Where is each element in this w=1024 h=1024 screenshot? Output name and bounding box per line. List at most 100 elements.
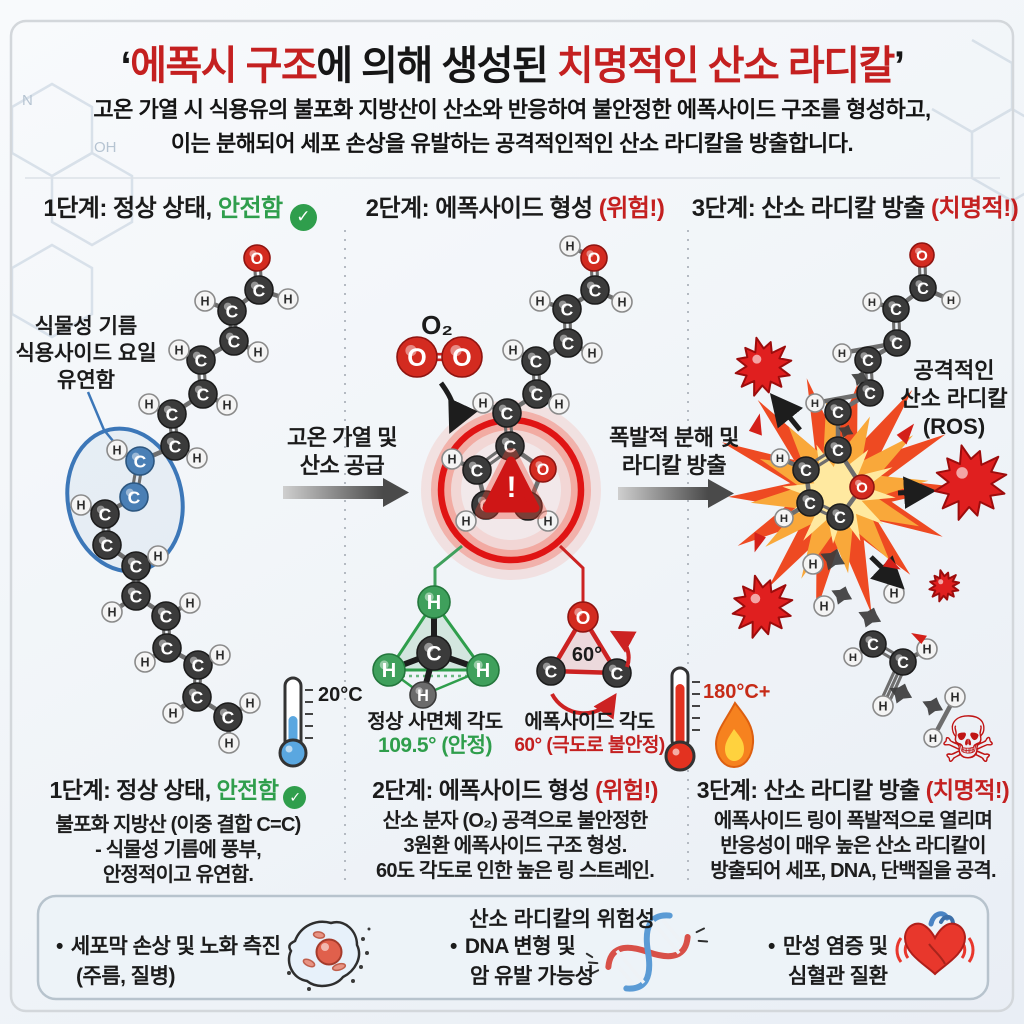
ring-strain-arrows <box>550 630 637 720</box>
svg-text:C: C <box>834 509 846 527</box>
temperature-cold-label: 20°C <box>318 684 363 706</box>
svg-text:C: C <box>531 384 544 404</box>
danger-panel-title: 산소 라디칼의 위험성 <box>469 908 655 931</box>
ros-label-line1: 공격적인 <box>913 358 995 383</box>
svg-text:H: H <box>780 513 788 525</box>
svg-text:H: H <box>107 606 116 620</box>
check-circle-icon: ✓ <box>289 203 317 231</box>
o2-label: O₂ <box>421 310 453 340</box>
debris-shard <box>896 423 915 445</box>
step2-footer-prefix: 2단계: 에폭사이드 형성 <box>372 777 596 803</box>
svg-text:C: C <box>426 642 441 666</box>
title-quote-open: ‘ <box>120 44 132 88</box>
step1-header-prefix: 1단계: 정상 상태, <box>43 195 218 222</box>
svg-text:C: C <box>128 487 141 507</box>
svg-text:C: C <box>253 280 266 300</box>
bullet: • <box>56 935 63 958</box>
danger-item-cell-line1: 세포막 손상 및 노화 측진 <box>70 935 281 958</box>
oxygen-radical-icon <box>928 569 961 603</box>
svg-text:C: C <box>161 638 174 658</box>
svg-text:H: H <box>144 398 153 412</box>
svg-text:C: C <box>800 462 812 480</box>
arrow2-label-line2: 라디칼 방출 <box>621 453 727 478</box>
watermark-oh-label: OH <box>94 139 117 156</box>
svg-text:H: H <box>922 643 931 657</box>
epoxide-caption: 에폭사이드 각도 60° (극도로 불안정) <box>492 710 687 758</box>
svg-text:H: H <box>929 733 937 745</box>
epoxide-caption-line1: 에폭사이드 각도 <box>524 711 655 733</box>
oxygen-radical-icon <box>734 336 793 397</box>
bullet: • <box>450 935 457 958</box>
warning-exclamation: ! <box>506 471 517 504</box>
svg-text:C: C <box>501 403 514 423</box>
title-highlight-epoxy: 에폭시 구조 <box>130 44 318 88</box>
step1-footer-prefix: 1단계: 정상 상태, <box>49 777 217 803</box>
svg-text:H: H <box>382 660 396 682</box>
thermometer-hot-icon <box>664 666 700 772</box>
step2-footer-line: 산소 분자 (O₂) 공격으로 불안정한 <box>382 810 649 832</box>
svg-text:C: C <box>101 535 114 555</box>
o2-attack-arrow <box>438 381 478 434</box>
molecule-fragment <box>831 586 853 605</box>
molecule-fragment <box>851 371 869 386</box>
molecule-fragment <box>889 683 913 704</box>
watermark-n-label: N <box>22 92 33 109</box>
tetrahedron-caption-line1: 정상 사면체 각도 <box>367 711 503 733</box>
svg-text:C: C <box>169 436 182 456</box>
warning-triangle-icon <box>475 448 547 519</box>
step2-footer-line: 60도 각도로 인한 높은 링 스트레인. <box>376 860 655 882</box>
svg-text:O: O <box>407 344 426 372</box>
danger-item-dna-line1: DNA 변형 및 <box>464 935 576 958</box>
epoxide-triangle-fill <box>551 617 617 673</box>
svg-text:C: C <box>99 504 112 524</box>
svg-text:H: H <box>543 515 552 529</box>
dna-icon <box>585 912 709 992</box>
step3-footer-line: 방출되어 세포, DNA, 단백질을 공격. <box>710 860 996 882</box>
svg-text:C: C <box>864 385 876 403</box>
svg-text:C: C <box>130 586 143 606</box>
step1-footer: 1단계: 정상 상태, 안전함✓ 불포화 지방산 (이중 결합 C=C) - 식… <box>12 771 344 888</box>
arrow1-label-line1: 고온 가열 및 <box>287 425 397 450</box>
svg-text:C: C <box>222 707 235 727</box>
svg-text:H: H <box>447 453 456 467</box>
step3-footer-line: 반응성이 매우 높은 산소 라디칼이 <box>720 835 986 857</box>
svg-text:H: H <box>112 444 121 458</box>
annotation-line: 식물성 기름 <box>34 315 138 338</box>
svg-text:O: O <box>452 344 471 372</box>
danger-item-dna: •DNA 변형 및 암 유발 가능성 <box>450 932 670 992</box>
molecule-fragment <box>820 548 845 571</box>
step3-footer-line: 에폭사이드 링이 폭발적으로 열리며 <box>713 810 993 832</box>
svg-text:H: H <box>174 344 183 358</box>
svg-text:C: C <box>160 606 173 626</box>
svg-text:H: H <box>950 691 959 705</box>
danger-panel-box <box>36 894 990 1001</box>
thermometer-cold-icon <box>278 676 313 768</box>
step3-footer: 3단계: 산소 라디칼 방출 (치명적!) 에폭사이드 링이 폭발적으로 열리며… <box>688 771 1018 884</box>
cell-icon <box>287 920 371 991</box>
intro-line-1: 고온 가열 시 식용유의 불포화 지방산이 산소와 반응하여 불안정한 에폭사이… <box>93 97 931 122</box>
step3-header: 3단계: 산소 라디칼 방출 (치명적!) <box>690 188 1020 223</box>
tetrahedron-caption: 정상 사면체 각도 109.5° (안정) <box>340 710 530 758</box>
svg-text:C: C <box>917 280 929 298</box>
heart-icon <box>895 911 975 976</box>
step3-footer-highlight: (치명적!) <box>925 777 1010 803</box>
svg-text:H: H <box>535 295 544 309</box>
arrow1-label-line2: 산소 공급 <box>299 453 385 478</box>
oil-annotation: 식물성 기름 식용사이드 요일 유연함 <box>0 313 172 394</box>
step1-footer-line: 안정적이고 유연함. <box>102 864 254 886</box>
svg-text:C: C <box>545 661 558 681</box>
svg-text:C: C <box>197 384 210 404</box>
svg-text:O: O <box>856 479 868 496</box>
svg-text:O: O <box>576 607 591 628</box>
svg-text:H: H <box>478 397 487 411</box>
step2-footer: 2단계: 에폭사이드 형성 (위험!) 산소 분자 (O₂) 공격으로 불안정한… <box>347 771 683 884</box>
svg-text:H: H <box>476 660 490 682</box>
svg-text:C: C <box>195 350 208 370</box>
svg-text:C: C <box>191 687 204 707</box>
svg-text:H: H <box>878 700 887 714</box>
